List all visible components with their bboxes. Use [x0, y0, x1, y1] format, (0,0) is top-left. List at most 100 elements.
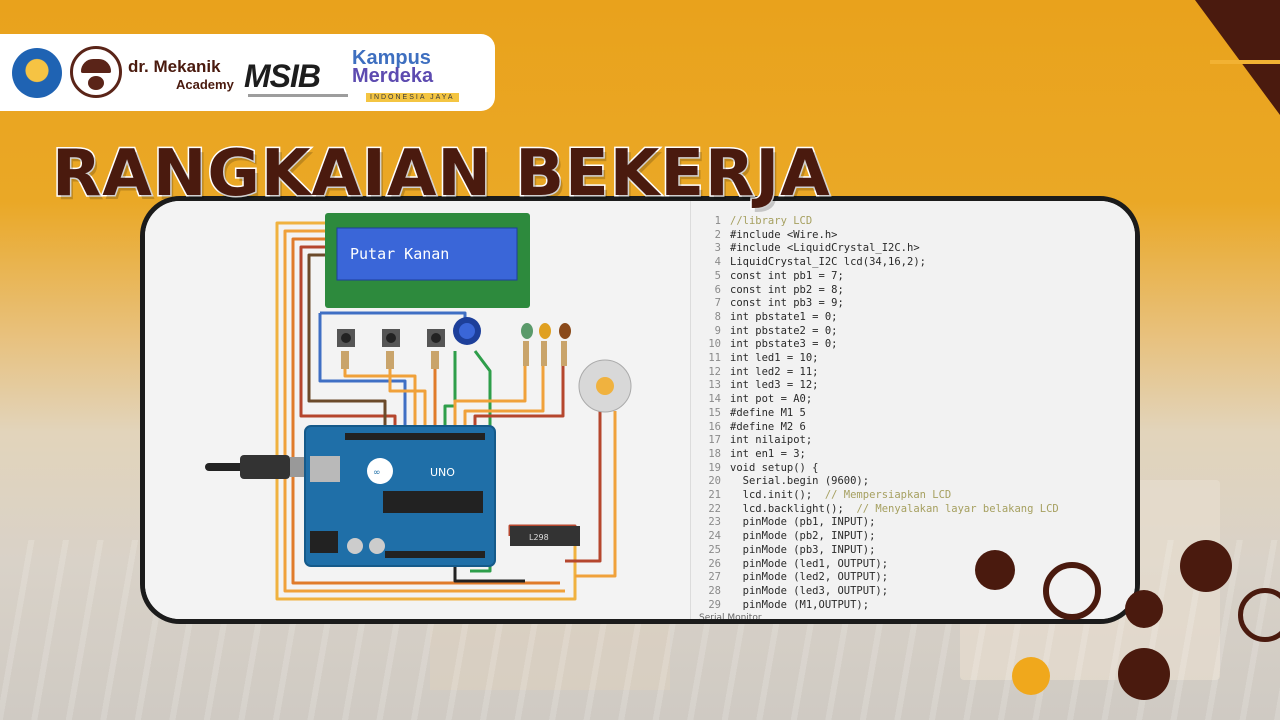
circuit-canvas[interactable]: ∞ UNO L298 Putar Kanan [145, 201, 690, 619]
code-text: int led2 = 11; [730, 365, 819, 378]
line-number: 17 [708, 434, 721, 447]
dr-mekanik-academy: Academy [176, 77, 234, 92]
code-text: pinMode (M1,OUTPUT); [730, 598, 870, 611]
code-line: 12 int led2 = 11; [691, 366, 1059, 380]
dc-motor [578, 359, 632, 413]
code-line: 23 pinMode (pb1, INPUT); [691, 516, 1059, 530]
line-number: 27 [708, 571, 721, 584]
code-text: pinMode (led1, OUTPUT); [730, 557, 889, 570]
dr-mekanik-logo: dr. Mekanik Academy [128, 58, 234, 91]
code-line: 6 const int pb2 = 8; [691, 284, 1059, 298]
msib-logo: MSIB [244, 58, 321, 94]
line-number: 28 [708, 584, 721, 597]
code-text: #include <Wire.h> [730, 228, 838, 241]
driver-label: L298 [529, 533, 549, 542]
circuit-diagram: ∞ UNO L298 Putar Kanan [205, 213, 632, 601]
code-text: pinMode (pb3, INPUT); [730, 543, 876, 556]
msib-tagline-bar [248, 94, 348, 97]
potentiometer [453, 317, 481, 345]
kampus-merdeka-logo: Kampus Merdeka INDONESIA JAYA [352, 48, 459, 102]
code-line: 14 int pot = A0; [691, 393, 1059, 407]
code-text: Serial.begin (9600); [730, 475, 870, 488]
decor-dot [1180, 540, 1232, 592]
line-number: 21 [708, 489, 721, 502]
code-line: 26 pinMode (led1, OUTPUT); [691, 558, 1059, 572]
code-text: pinMode (pb2, INPUT); [730, 530, 876, 543]
code-text: int led1 = 10; [730, 352, 819, 365]
decor-ring [1043, 562, 1101, 620]
code-line: 27 pinMode (led2, OUTPUT); [691, 571, 1059, 585]
code-text: int en1 = 3; [730, 447, 806, 460]
code-line: 20 Serial.begin (9600); [691, 475, 1059, 489]
code-line: 3 #include <LiquidCrystal_I2C.h> [691, 242, 1059, 256]
corner-line-decoration [1210, 60, 1280, 64]
code-text: int nilaipot; [730, 434, 813, 447]
push-buttons [337, 329, 445, 369]
decor-dot [1125, 590, 1163, 628]
line-number: 7 [714, 297, 721, 310]
line-number: 1 [714, 215, 721, 227]
tut-wuri-emblem-icon [12, 48, 62, 98]
code-line: 9 int pbstate2 = 0; [691, 325, 1059, 339]
line-number: 25 [708, 543, 721, 556]
line-number: 20 [708, 475, 721, 488]
line-number: 16 [708, 420, 721, 433]
decor-ring [1238, 588, 1280, 642]
code-comment: // Mempersiapkan LCD [824, 489, 952, 502]
code-line: 2#include <Wire.h> [691, 229, 1059, 243]
code-text: LiquidCrystal_I2C lcd(34,16,2); [730, 256, 926, 269]
dr-mekanik-helmet-icon [70, 46, 122, 98]
code-comment: // Menyalakan layar belakang LCD [856, 502, 1059, 515]
code-line: 15 #define M1 5 [691, 407, 1059, 421]
line-number: 13 [708, 379, 721, 392]
simulation-panel: ∞ UNO L298 Putar Kanan 1 //library LCD 2#i… [140, 196, 1140, 624]
code-text: const int pb1 = 7; [730, 269, 844, 282]
code-text: //library LCD [730, 215, 813, 227]
corner-triangle-decoration [1195, 0, 1280, 115]
usb-cable [205, 455, 320, 479]
line-number: 18 [708, 447, 721, 460]
code-text: int pot = A0; [730, 393, 813, 406]
dr-mekanik-name: dr. Mekanik [128, 57, 221, 76]
line-number: 12 [708, 365, 721, 378]
code-text: int pbstate1 = 0; [730, 310, 838, 323]
line-number: 29 [708, 598, 721, 611]
code-text: const int pb2 = 8; [730, 283, 844, 296]
code-line: 4 LiquidCrystal_I2C lcd(34,16,2); [691, 256, 1059, 270]
serial-monitor-tab[interactable]: Serial Monitor [699, 613, 762, 623]
line-number: 14 [708, 393, 721, 406]
code-line: 1 //library LCD [691, 215, 1059, 229]
motor-driver: L298 [510, 526, 580, 546]
code-line: 28 pinMode (led3, OUTPUT); [691, 585, 1059, 599]
svg-text:∞: ∞ [373, 468, 381, 478]
lcd-text: Putar Kanan [350, 245, 449, 263]
line-number: 15 [708, 406, 721, 419]
code-text: lcd.backlight(); [730, 502, 857, 515]
merdeka-text: Merdeka [352, 65, 434, 87]
line-number: 3 [714, 242, 721, 255]
code-text: int pbstate3 = 0; [730, 338, 838, 351]
code-line: 16 #define M2 6 [691, 421, 1059, 435]
code-lines: 1 //library LCD 2#include <Wire.h>3 #includ… [691, 215, 1059, 612]
line-number: 9 [714, 324, 721, 337]
code-editor[interactable]: 1 //library LCD 2#include <Wire.h>3 #includ… [690, 201, 1135, 619]
line-number: 5 [714, 269, 721, 282]
kampus-text: Kampus [352, 47, 431, 69]
code-line: 17 int nilaipot; [691, 434, 1059, 448]
code-text: #define M1 5 [730, 406, 806, 419]
code-line: 25 pinMode (pb3, INPUT); [691, 544, 1059, 558]
decor-dot [1118, 648, 1170, 700]
decor-dot-orange [1012, 657, 1050, 695]
code-text: pinMode (led2, OUTPUT); [730, 571, 889, 584]
code-text: pinMode (pb1, INPUT); [730, 516, 876, 529]
code-text: pinMode (led3, OUTPUT); [730, 584, 889, 597]
code-text: #include <LiquidCrystal_I2C.h> [730, 242, 920, 255]
line-number: 4 [714, 256, 721, 269]
code-line: 24 pinMode (pb2, INPUT); [691, 530, 1059, 544]
code-text: int pbstate2 = 0; [730, 324, 838, 337]
line-number: 6 [714, 283, 721, 296]
code-text: #define M2 6 [730, 420, 806, 433]
